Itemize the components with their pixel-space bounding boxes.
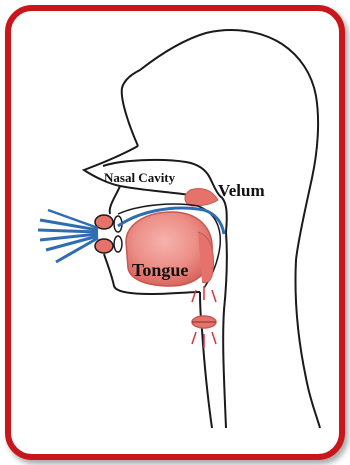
airflow-ray	[38, 230, 98, 232]
tongue-label: Tongue	[132, 260, 188, 280]
nasal-cavity-label: Nasal Cavity	[104, 170, 176, 185]
lower-teeth	[114, 236, 122, 252]
lower-lip-tissue	[95, 239, 113, 253]
velum-label: Velum	[218, 181, 265, 200]
